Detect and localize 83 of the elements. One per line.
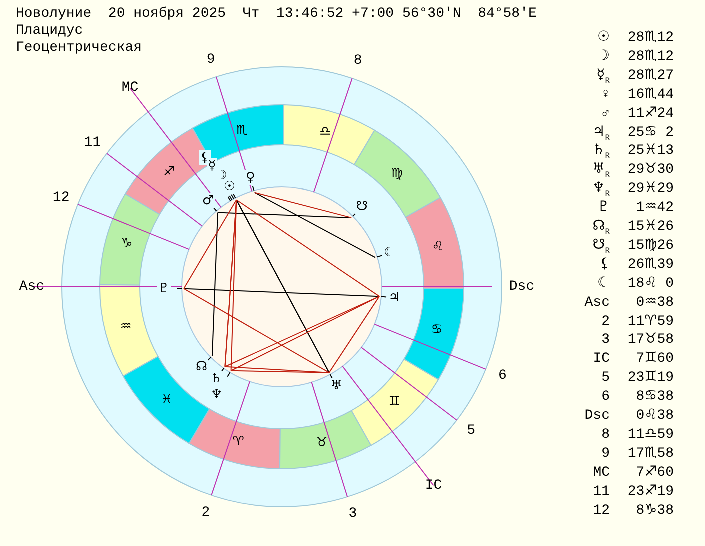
position-value: 15♍26 [628,238,674,253]
planet-symbol: ♂ [602,106,610,121]
position-value: 28♏12 [628,50,674,64]
position-value: 8♋38 [636,390,674,404]
planet-symbol: ⚸ [600,258,610,272]
zodiac-sign-glyph: ♏ [236,124,248,138]
planet-symbol: ♆$_{R}$ [592,182,610,199]
position-value: 7♐60 [636,466,674,480]
zodiac-sign-glyph: ♐ [164,165,176,178]
position-value: 8♑38 [636,504,674,518]
house-label: Dsc [509,280,535,294]
house-label: 11 [84,136,102,150]
house-label: MC [122,81,139,96]
zodiac-sign-glyph: ♋ [431,324,443,337]
house-name: 8 [602,428,610,442]
position-value: 25♋ 2 [628,126,674,140]
zodiac-sign-glyph: ♑ [121,237,133,250]
zodiac-sign-glyph: ♎ [320,125,332,138]
zodiac-sign-glyph: ♓ [161,393,173,406]
house-name: Dsc [584,409,610,423]
house-name: MC [593,466,610,480]
house-label: 8 [354,54,362,68]
position-value: 15♓26 [628,220,674,234]
header-text: Новолуние 20 ноября 2025 Чт 13:46:52 +7:00 56°30'N 84°58'E [16,7,537,21]
house-label: 12 [52,190,70,205]
house-name: 5 [602,371,610,386]
position-value: 11♐24 [628,106,674,121]
planet-symbol: ☊$_{R}$ [592,220,610,237]
planet-symbol: ☽ [597,50,610,64]
planet-symbol: ♇ [597,201,610,216]
position-value: 26♏39 [628,258,674,272]
house-label: 5 [467,424,476,438]
header-text: Плацидус [16,24,84,38]
position-value: 0♒38 [636,296,674,310]
house-label: 2 [202,506,210,520]
position-value: 17♏58 [628,446,674,461]
position-value: 23♊19 [628,371,674,386]
zodiac-sign-glyph: ♊ [388,396,400,409]
planet-symbol: ☿$_{R}$ [596,68,610,86]
planet-glyph: ♀ [244,170,256,186]
house-name: 6 [602,390,610,404]
zodiac-sign-glyph: ♈ [232,436,244,449]
position-value: 25♓13 [628,144,674,158]
house-name: 12 [593,504,610,518]
zodiac-sign-glyph: ♒ [120,320,132,334]
planet-symbol: ♀ [602,88,610,102]
planet-symbol: ☉ [597,31,610,45]
position-value: 0♌38 [636,409,674,423]
house-name: IC [593,352,610,366]
planet-symbol: ♅$_{R}$ [592,163,610,180]
house-label: 6 [498,369,507,384]
planet-glyph: ♂ [201,194,216,209]
zodiac-sign-glyph: ♉ [316,436,328,450]
position-value: 7♊60 [636,352,674,366]
zodiac-sign-glyph: ♍ [391,168,403,181]
house-label: 3 [348,507,358,522]
planet-symbol: ☾ [597,276,610,291]
position-value: 29♉30 [628,163,674,178]
planet-glyph: ☋ [355,200,369,215]
position-value: 1♒42 [636,201,674,216]
position-value: 28♏12 [628,31,674,45]
house-label: Asc [19,280,45,294]
header-text: Геоцентрическая [16,41,142,55]
house-name: 3 [602,333,610,348]
zodiac-sign-glyph: ♌ [432,240,444,254]
house-name: 2 [602,314,610,328]
position-value: 17♉58 [628,333,674,348]
planet-symbol: ♄$_{R}$ [592,144,610,162]
position-value: 23♐19 [628,484,674,499]
position-value: 18♌ 0 [628,276,674,291]
planet-glyph: ☿ [207,158,218,174]
position-value: 11♎59 [628,428,674,442]
position-value: 28♏27 [628,68,674,83]
house-name: 11 [593,484,610,499]
house-name: Asc [584,296,610,310]
house-name: 9 [602,446,610,461]
planet-symbol: ☋$_{R}$ [592,238,610,256]
planet-symbol: ♃$_{R}$ [592,126,610,142]
house-label: 9 [206,52,216,67]
position-value: 11♈59 [628,314,674,328]
house-label: IC [425,478,442,493]
position-value: 16♏44 [628,88,674,102]
position-value: 29♓29 [628,182,674,196]
